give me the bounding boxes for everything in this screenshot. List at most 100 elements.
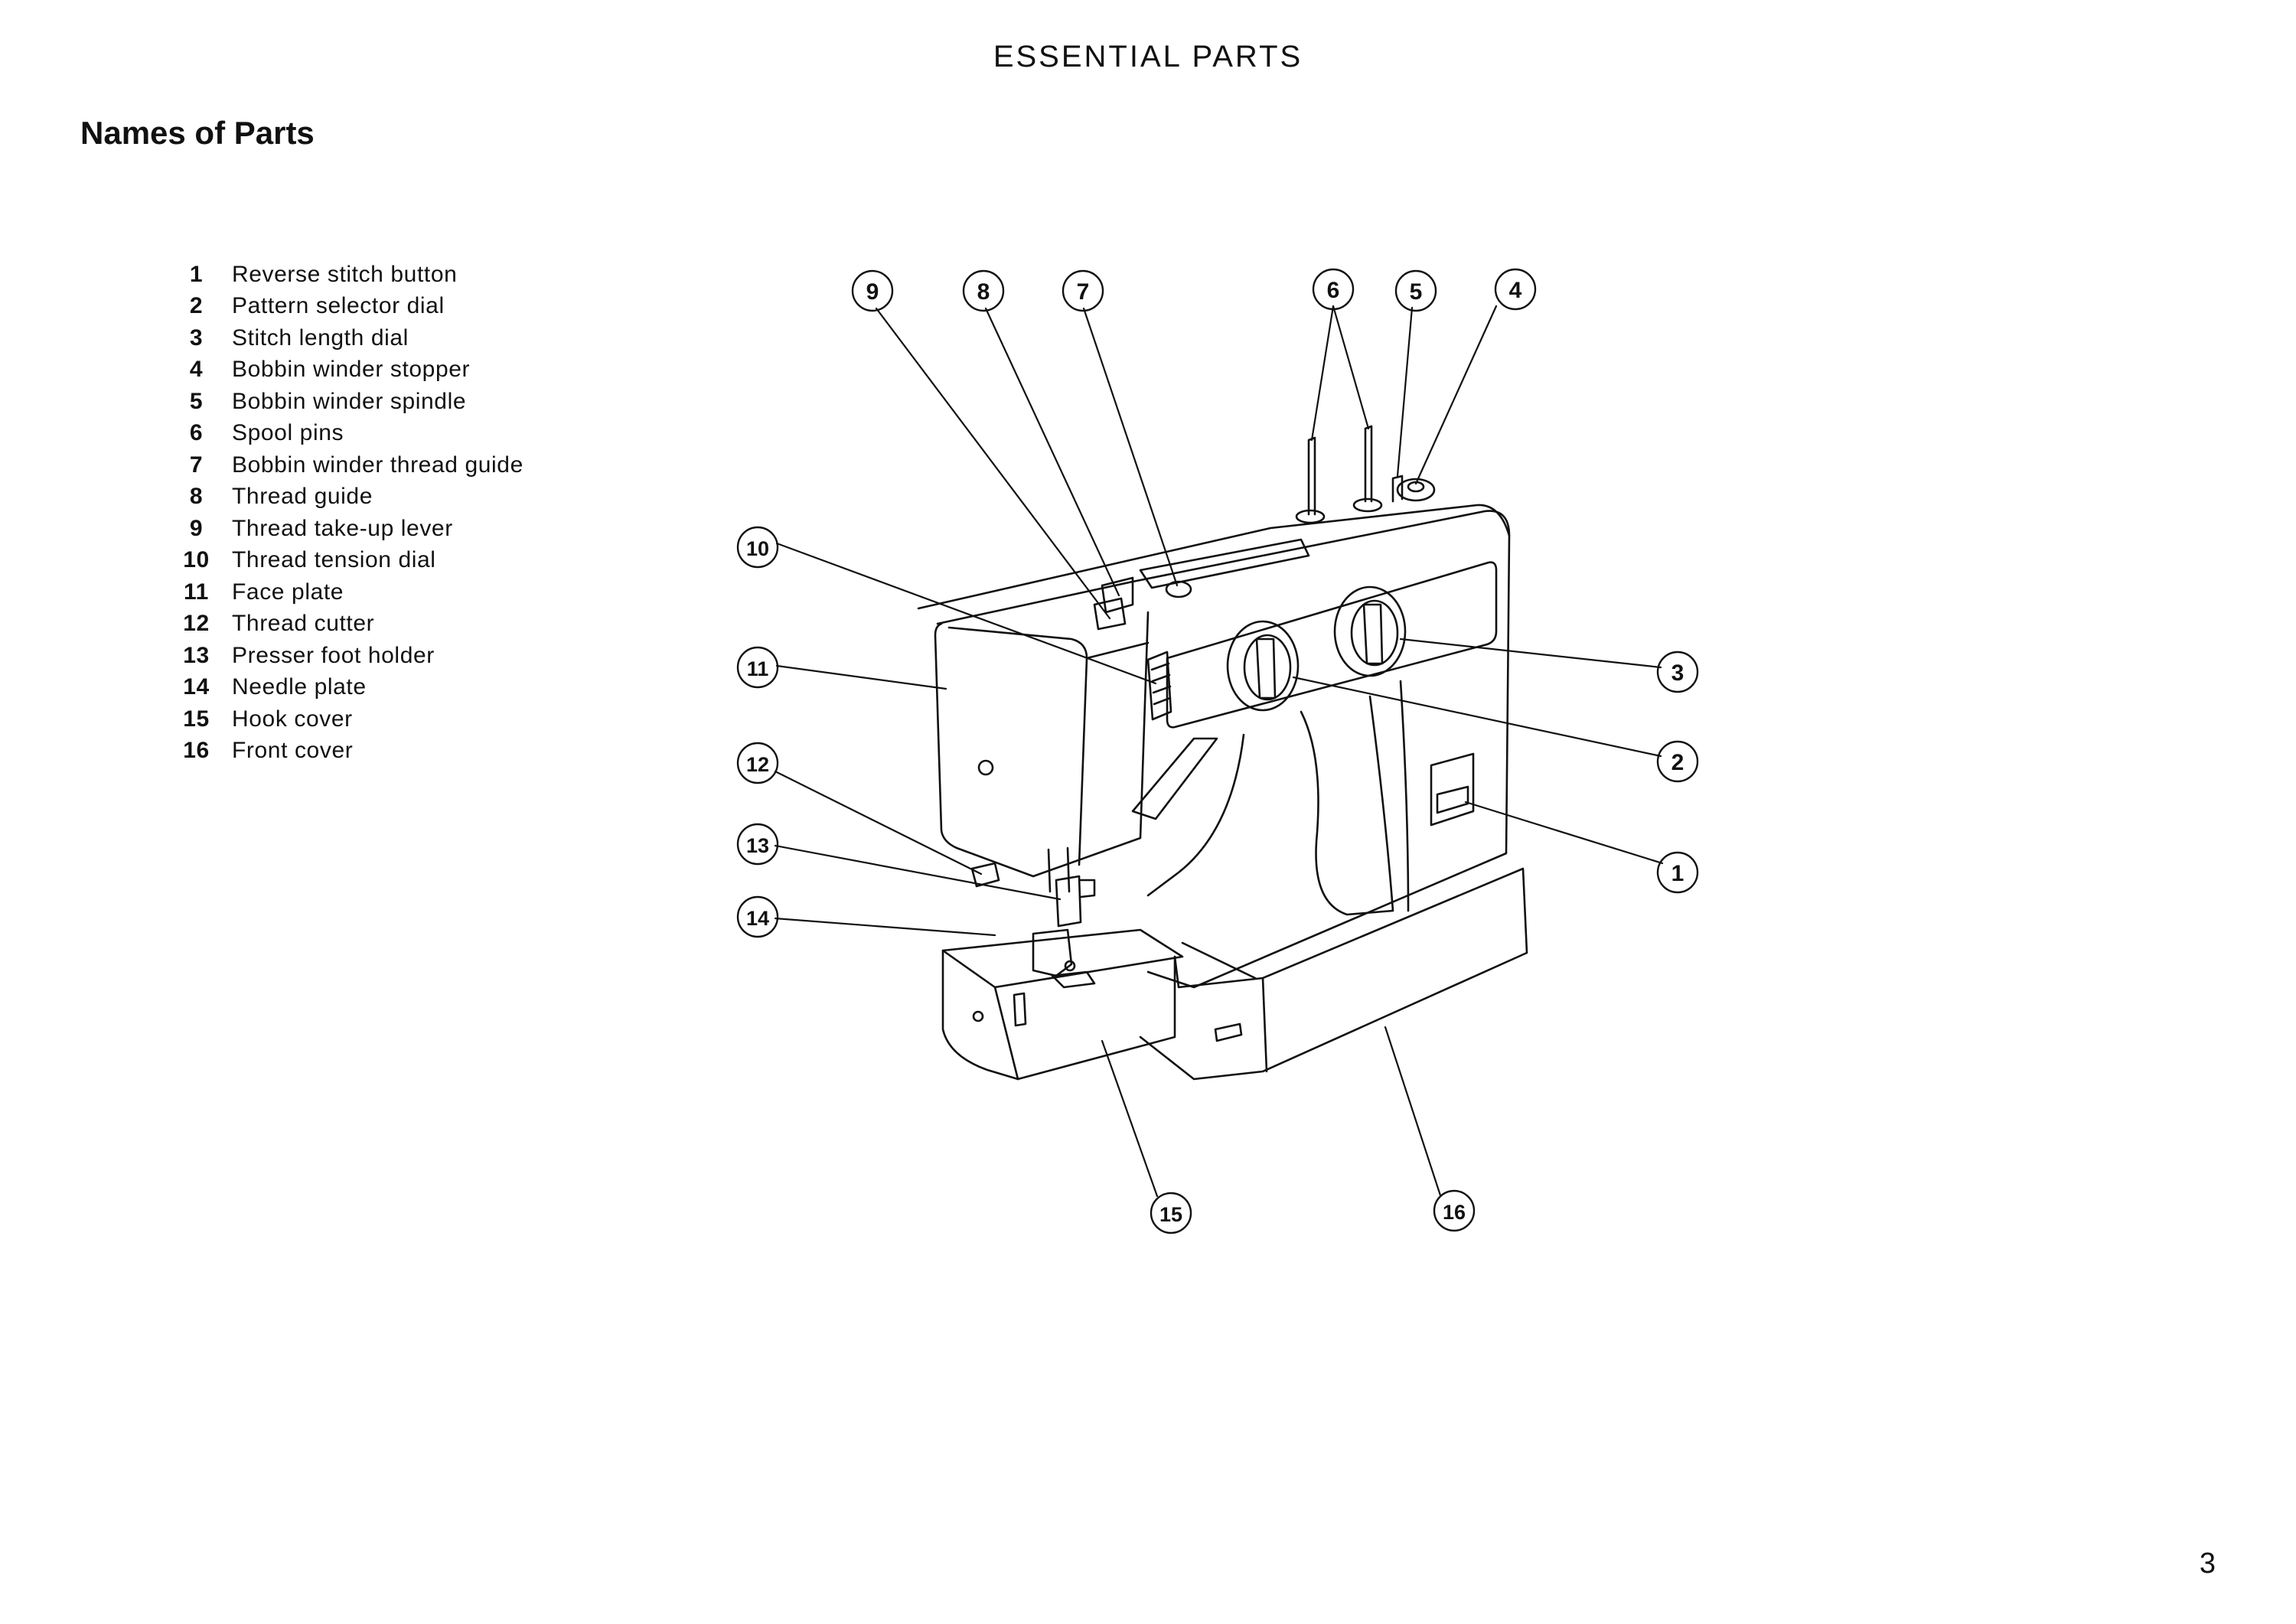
callout-15: 15 bbox=[1150, 1192, 1192, 1234]
part-number: 5 bbox=[189, 388, 204, 414]
pattern-selector-dial-inner bbox=[1243, 634, 1292, 701]
callout-label: 15 bbox=[1159, 1203, 1182, 1226]
part-name: Thread cutter bbox=[232, 611, 375, 637]
front-cover-front bbox=[1261, 977, 1268, 1073]
spool-pin-left-base bbox=[1295, 509, 1326, 524]
part-number: 2 bbox=[189, 293, 204, 319]
callout-label: 11 bbox=[747, 657, 769, 680]
part-number: 16 bbox=[183, 738, 210, 764]
leader-lines bbox=[774, 305, 1664, 1198]
throat-arch bbox=[1146, 733, 1245, 897]
sewing-machine-illustration bbox=[917, 425, 1528, 1081]
front-cover-top bbox=[1181, 941, 1257, 980]
leader-line-4 bbox=[1414, 305, 1498, 485]
part-name: Stitch length dial bbox=[232, 324, 409, 351]
part-name: Bobbin winder spindle bbox=[232, 388, 467, 414]
callout-11: 11 bbox=[736, 646, 779, 689]
part-number: 9 bbox=[189, 515, 204, 541]
needle-plate-graphic bbox=[941, 928, 1184, 989]
callout-16: 16 bbox=[1433, 1189, 1476, 1232]
callout-label: 10 bbox=[746, 537, 769, 560]
part-number: 8 bbox=[189, 484, 204, 510]
machine-body bbox=[1131, 510, 1511, 989]
part-number: 6 bbox=[189, 420, 204, 446]
hook-cover-screw bbox=[972, 1010, 984, 1022]
leader-line-11 bbox=[775, 664, 947, 690]
front-cover-graphic bbox=[1139, 867, 1528, 1081]
reverse-button-recess bbox=[1430, 752, 1475, 827]
leader-line-8 bbox=[984, 307, 1120, 597]
part-number: 7 bbox=[189, 452, 204, 478]
part-number: 14 bbox=[183, 674, 210, 700]
part-number: 10 bbox=[183, 547, 210, 573]
spool-pin-right bbox=[1364, 425, 1373, 503]
part-name: Thread tension dial bbox=[232, 547, 436, 573]
dial-3-grip bbox=[1362, 603, 1384, 665]
callout-3: 3 bbox=[1656, 651, 1699, 693]
callout-label: 12 bbox=[746, 753, 769, 776]
leader-line-12 bbox=[774, 770, 983, 876]
list-item: 5 Bobbin winder spindle bbox=[161, 386, 523, 418]
needle-bar bbox=[1047, 846, 1071, 893]
face-plate-graphic bbox=[934, 611, 1150, 878]
stitch-length-dial-inner bbox=[1350, 599, 1399, 667]
callout-4: 4 bbox=[1494, 268, 1537, 311]
pattern-selector-dial-graphic bbox=[1226, 620, 1300, 712]
list-item: 4 Bobbin winder stopper bbox=[161, 354, 523, 386]
reverse-button bbox=[1436, 785, 1469, 814]
page-number: 3 bbox=[2199, 1547, 2216, 1580]
machine-top-edge bbox=[936, 580, 1134, 625]
part-name: Pattern selector dial bbox=[232, 293, 445, 319]
face-plate-side bbox=[1085, 641, 1150, 660]
part-name: Thread take-up lever bbox=[232, 515, 453, 541]
callout-label: 14 bbox=[746, 907, 769, 930]
pillar-line bbox=[1399, 680, 1410, 912]
part-name: Reverse stitch button bbox=[232, 261, 458, 287]
part-name: Thread guide bbox=[232, 484, 373, 510]
part-number: 3 bbox=[189, 324, 204, 351]
take-up-lever-graphic bbox=[1093, 597, 1127, 631]
part-name: Needle plate bbox=[232, 674, 367, 700]
callout-label: 5 bbox=[1410, 279, 1423, 305]
callout-9: 9 bbox=[851, 269, 894, 312]
top-recess bbox=[1139, 538, 1310, 589]
leader-line-2 bbox=[1292, 676, 1662, 758]
part-number: 4 bbox=[189, 357, 204, 383]
callouts: 1 2 3 4 5 6 7 8 9 10 11 12 13 14 15 16 bbox=[736, 268, 1699, 1234]
callout-label: 2 bbox=[1671, 750, 1684, 775]
inner-arch bbox=[1300, 695, 1394, 916]
callout-label: 6 bbox=[1327, 278, 1340, 303]
leader-line-13 bbox=[774, 844, 1062, 901]
part-number: 11 bbox=[184, 579, 209, 605]
callout-label: 9 bbox=[866, 279, 879, 305]
part-name: Presser foot holder bbox=[232, 642, 435, 668]
front-cover-label bbox=[1214, 1022, 1243, 1042]
leader-line-9 bbox=[875, 307, 1111, 620]
part-number: 1 bbox=[189, 261, 204, 287]
leader-line-3 bbox=[1399, 638, 1662, 669]
list-item: 9 Thread take-up lever bbox=[161, 513, 523, 545]
dial-2-grip bbox=[1255, 638, 1277, 699]
callout-label: 4 bbox=[1509, 278, 1522, 303]
part-name: Hook cover bbox=[232, 706, 353, 732]
list-item: 8 Thread guide bbox=[161, 481, 523, 514]
leader-line-14 bbox=[774, 917, 996, 937]
leader-line-15 bbox=[1101, 1039, 1159, 1198]
tension-dial-ridges bbox=[1150, 662, 1172, 706]
callout-1: 1 bbox=[1656, 851, 1699, 894]
machine-top-lid bbox=[917, 504, 1511, 610]
spool-pin-right-base bbox=[1352, 497, 1383, 513]
hook-cover-graphic bbox=[941, 949, 1176, 1081]
part-name: Face plate bbox=[232, 579, 344, 605]
presser-foot-holder-graphic bbox=[1055, 875, 1096, 928]
leader-line-7 bbox=[1082, 307, 1179, 587]
list-item: 10 Thread tension dial bbox=[161, 545, 523, 577]
callout-13: 13 bbox=[736, 823, 779, 866]
callout-14: 14 bbox=[736, 895, 779, 938]
part-name: Front cover bbox=[232, 738, 354, 764]
list-item: 11 Face plate bbox=[161, 576, 523, 608]
part-name: Bobbin winder stopper bbox=[232, 357, 471, 383]
